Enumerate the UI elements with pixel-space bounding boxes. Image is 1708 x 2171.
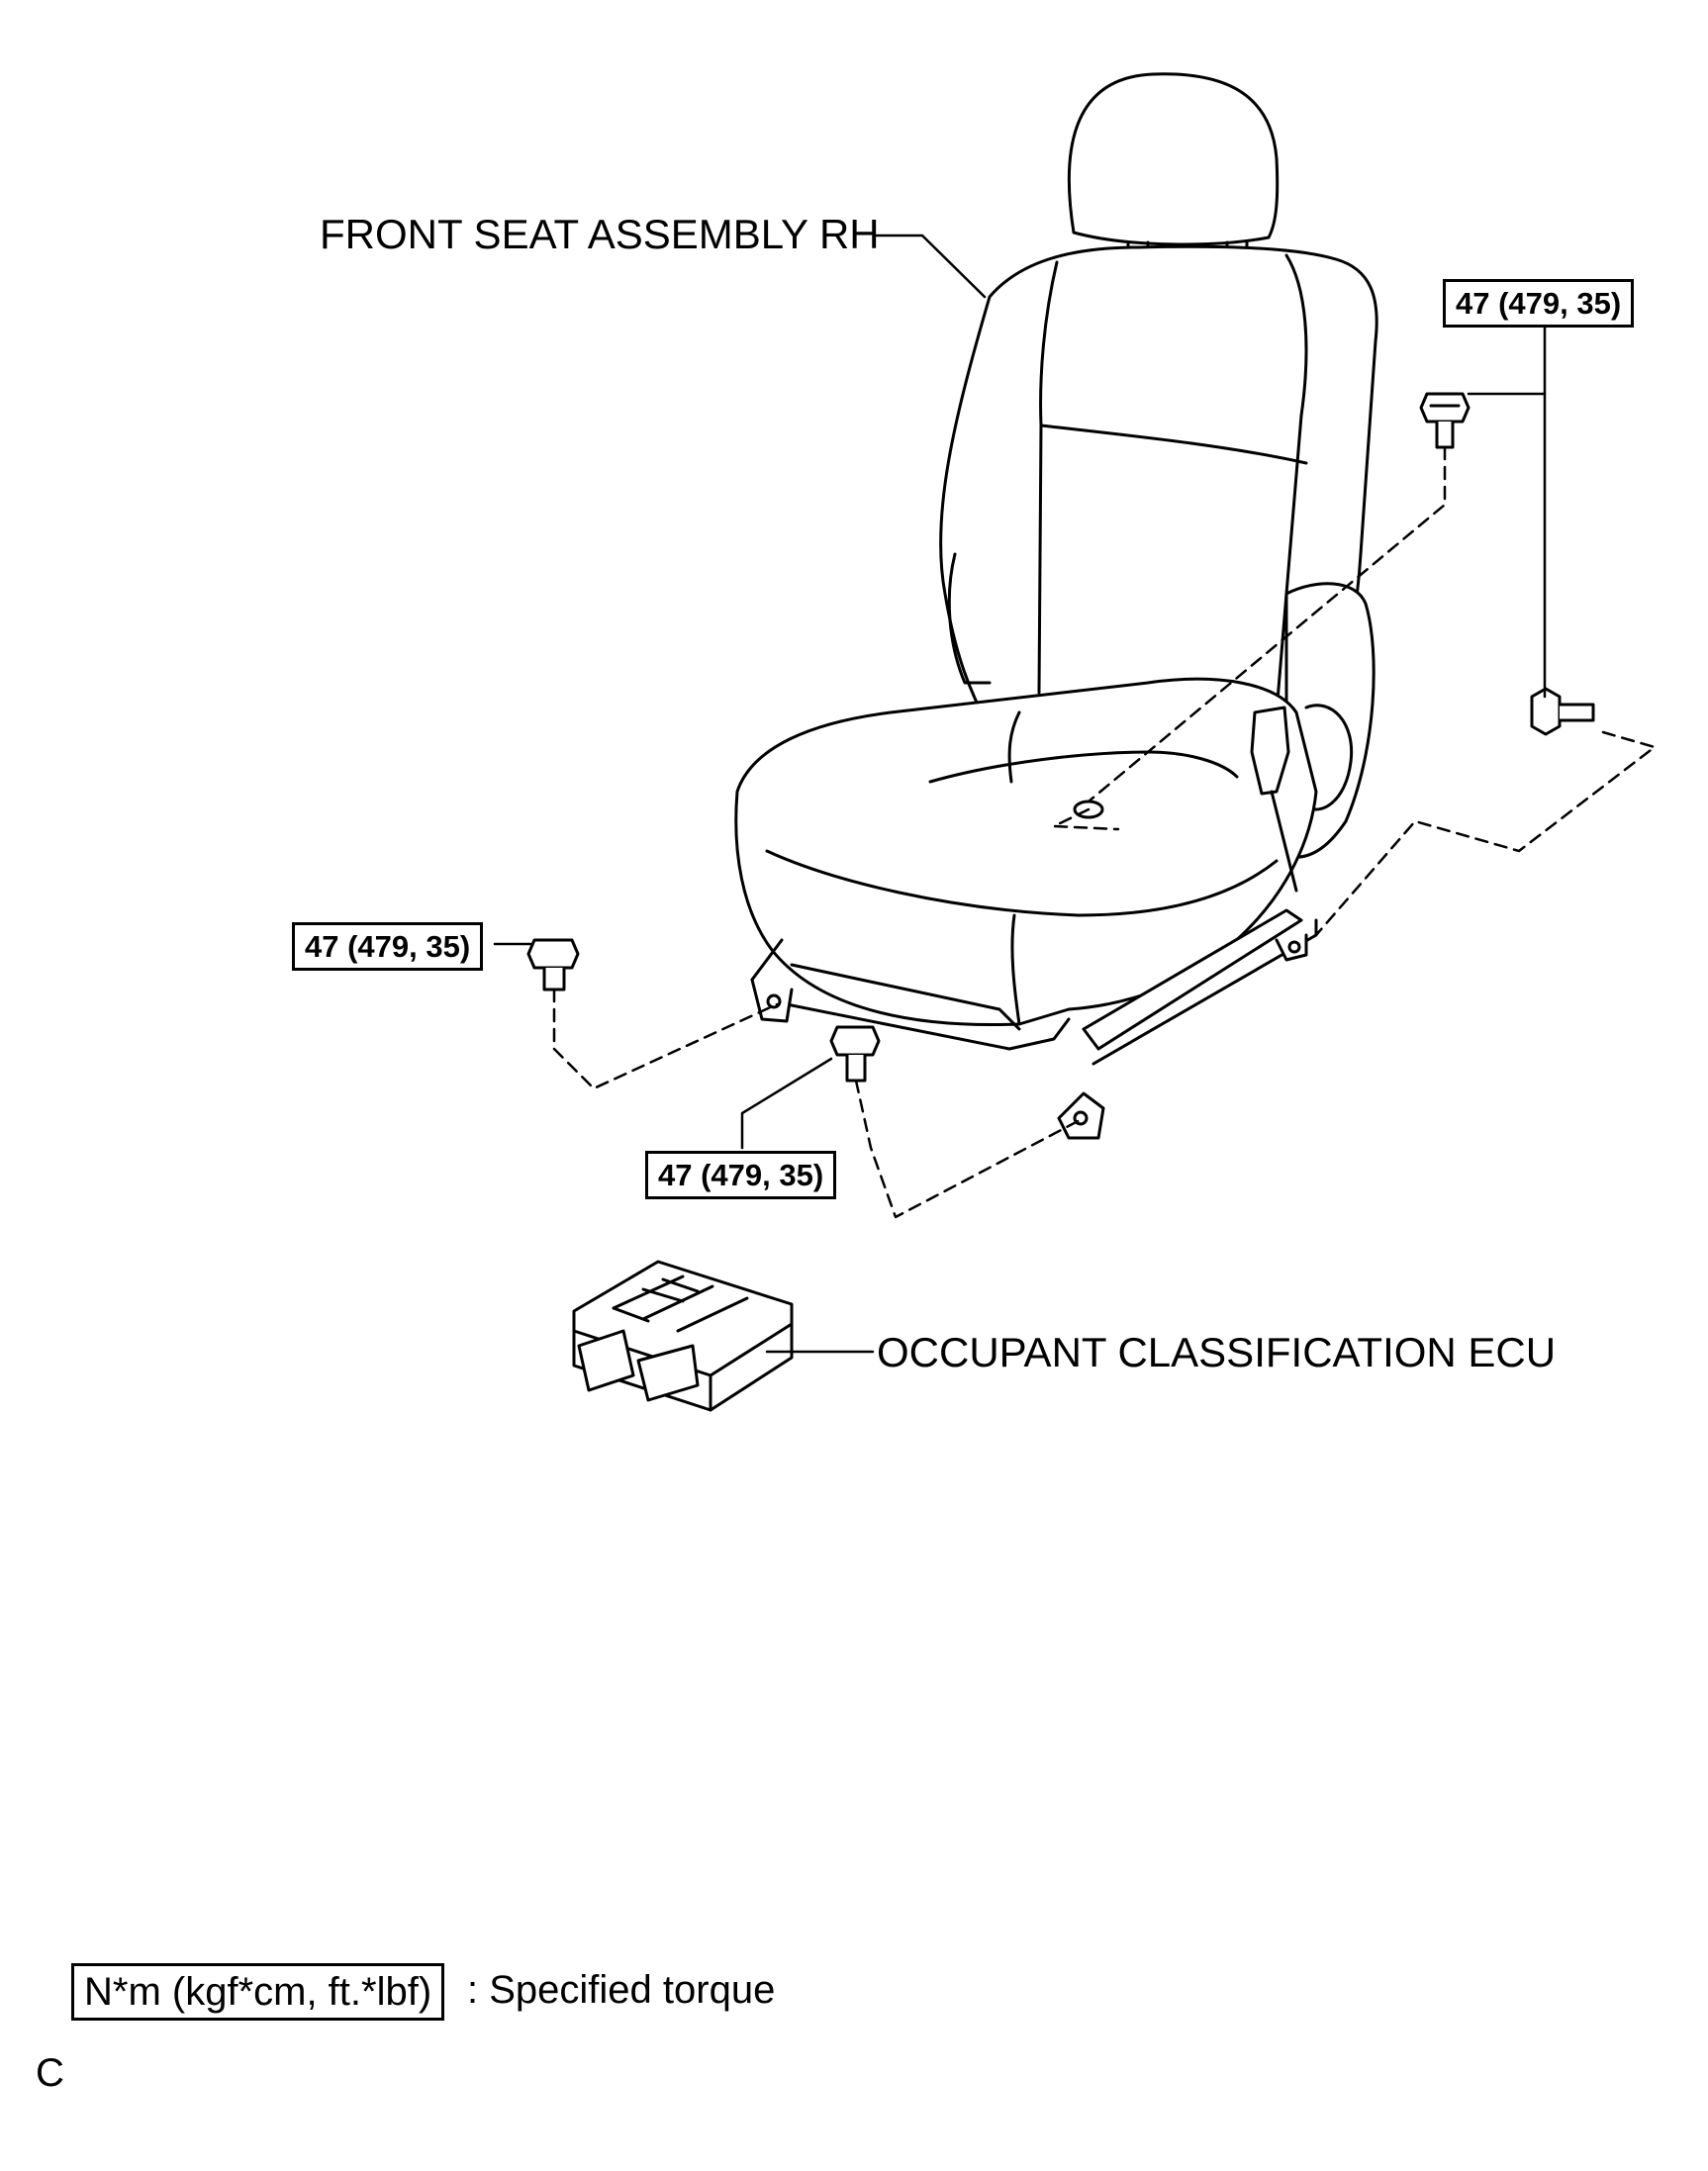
seat-rail-left xyxy=(750,938,1071,1051)
seat-back-inner-right xyxy=(1275,253,1308,714)
seat-rail-right xyxy=(1082,908,1303,1051)
rail-bracket-front-right xyxy=(1057,1091,1105,1140)
seat-rail-left-2 xyxy=(790,963,1021,1031)
cushion-seam-front xyxy=(765,849,1279,917)
front-seat-illustration xyxy=(734,72,1378,1140)
seatbelt-buckle xyxy=(1250,706,1290,796)
torque-spec-top-right: 47 (479, 35) xyxy=(1443,279,1635,328)
leader-lines xyxy=(493,234,1547,1354)
rail-hole-fl xyxy=(766,993,782,1009)
cushion-front-lip xyxy=(1010,913,1021,1026)
bolt-top-right-a xyxy=(1419,392,1471,449)
cushion-seam-insert xyxy=(928,750,1239,784)
rail-hole-rr xyxy=(1287,940,1301,954)
seat-back-inner-left xyxy=(1037,260,1059,695)
alignment-dashes xyxy=(552,445,1657,1219)
rail-hole-fr xyxy=(1073,1110,1089,1126)
cushion-seam-insert-2 xyxy=(1007,710,1021,784)
seat-back-seam xyxy=(1039,424,1308,465)
torque-spec-bottom: 47 (479, 35) xyxy=(645,1151,837,1199)
rail-bracket-rear-right xyxy=(1275,933,1308,962)
leader-seat xyxy=(874,234,987,299)
rail-bracket-front-left xyxy=(750,978,794,1023)
ecu-connector-1 xyxy=(577,1329,635,1392)
leader-torque-bottom xyxy=(740,1057,833,1150)
occupant-classification-ecu-illustration xyxy=(572,1260,794,1412)
seat-back-side-left xyxy=(947,552,992,685)
legend-torque-units: N*m (kgf*cm, ft.*lbf) xyxy=(71,1963,445,2021)
ecu-cells xyxy=(612,1274,749,1333)
buckle-stalk xyxy=(1270,790,1298,893)
bolt-bottom xyxy=(829,1025,881,1083)
seat-back xyxy=(939,244,1378,729)
legend-description: : Specified torque xyxy=(467,1968,776,2012)
label-front-seat-assembly: FRONT SEAT ASSEMBLY RH xyxy=(320,211,880,257)
figure-id: C xyxy=(36,2051,64,2095)
bolt-top-right-b xyxy=(1530,687,1595,736)
label-occupant-classification-ecu: OCCUPANT CLASSIFICATION ECU xyxy=(877,1329,1557,1375)
recliner-knob xyxy=(1304,704,1354,811)
ecu-connector-2 xyxy=(636,1344,700,1402)
headrest xyxy=(1067,72,1280,246)
bolt-left xyxy=(526,938,580,991)
torque-spec-left: 47 (479, 35) xyxy=(292,922,484,971)
